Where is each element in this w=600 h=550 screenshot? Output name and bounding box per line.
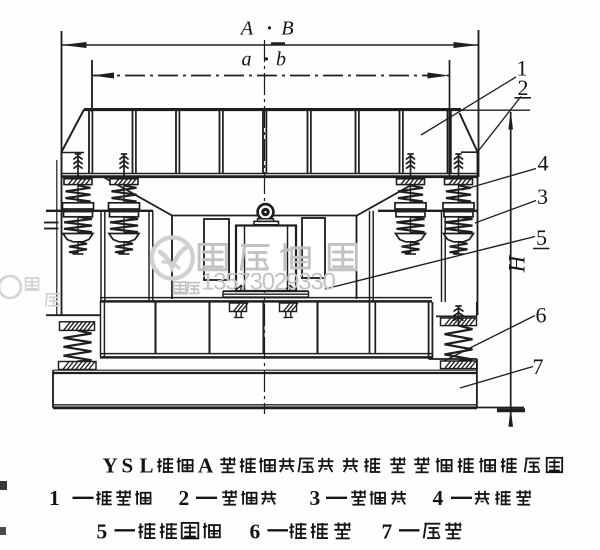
svg-text:·: · xyxy=(263,49,270,71)
svg-text:1: 1 xyxy=(49,486,60,510)
svg-text:A: A xyxy=(239,18,254,40)
svg-text:6: 6 xyxy=(536,303,547,328)
svg-text:S: S xyxy=(122,454,134,478)
svg-text:a: a xyxy=(242,49,252,71)
svg-text:2: 2 xyxy=(518,75,529,100)
svg-text:7: 7 xyxy=(382,520,393,544)
svg-text:B: B xyxy=(281,18,293,40)
svg-text:2: 2 xyxy=(179,486,190,510)
svg-text:A: A xyxy=(198,454,214,478)
svg-text:3: 3 xyxy=(310,486,321,510)
svg-text:1: 1 xyxy=(517,56,528,81)
svg-text:H: H xyxy=(505,254,530,273)
svg-text:b: b xyxy=(276,49,286,71)
svg-text:7: 7 xyxy=(533,354,544,379)
svg-text:13573029330: 13573029330 xyxy=(201,269,335,296)
svg-text:Y: Y xyxy=(103,454,118,478)
svg-text:5: 5 xyxy=(536,225,547,250)
svg-text:5: 5 xyxy=(97,520,108,544)
svg-text:6: 6 xyxy=(250,520,261,544)
svg-text:L: L xyxy=(140,454,154,478)
svg-text:·: · xyxy=(266,18,273,40)
svg-text:4: 4 xyxy=(538,151,549,176)
svg-text:3: 3 xyxy=(537,184,548,209)
svg-text:4: 4 xyxy=(433,486,444,510)
